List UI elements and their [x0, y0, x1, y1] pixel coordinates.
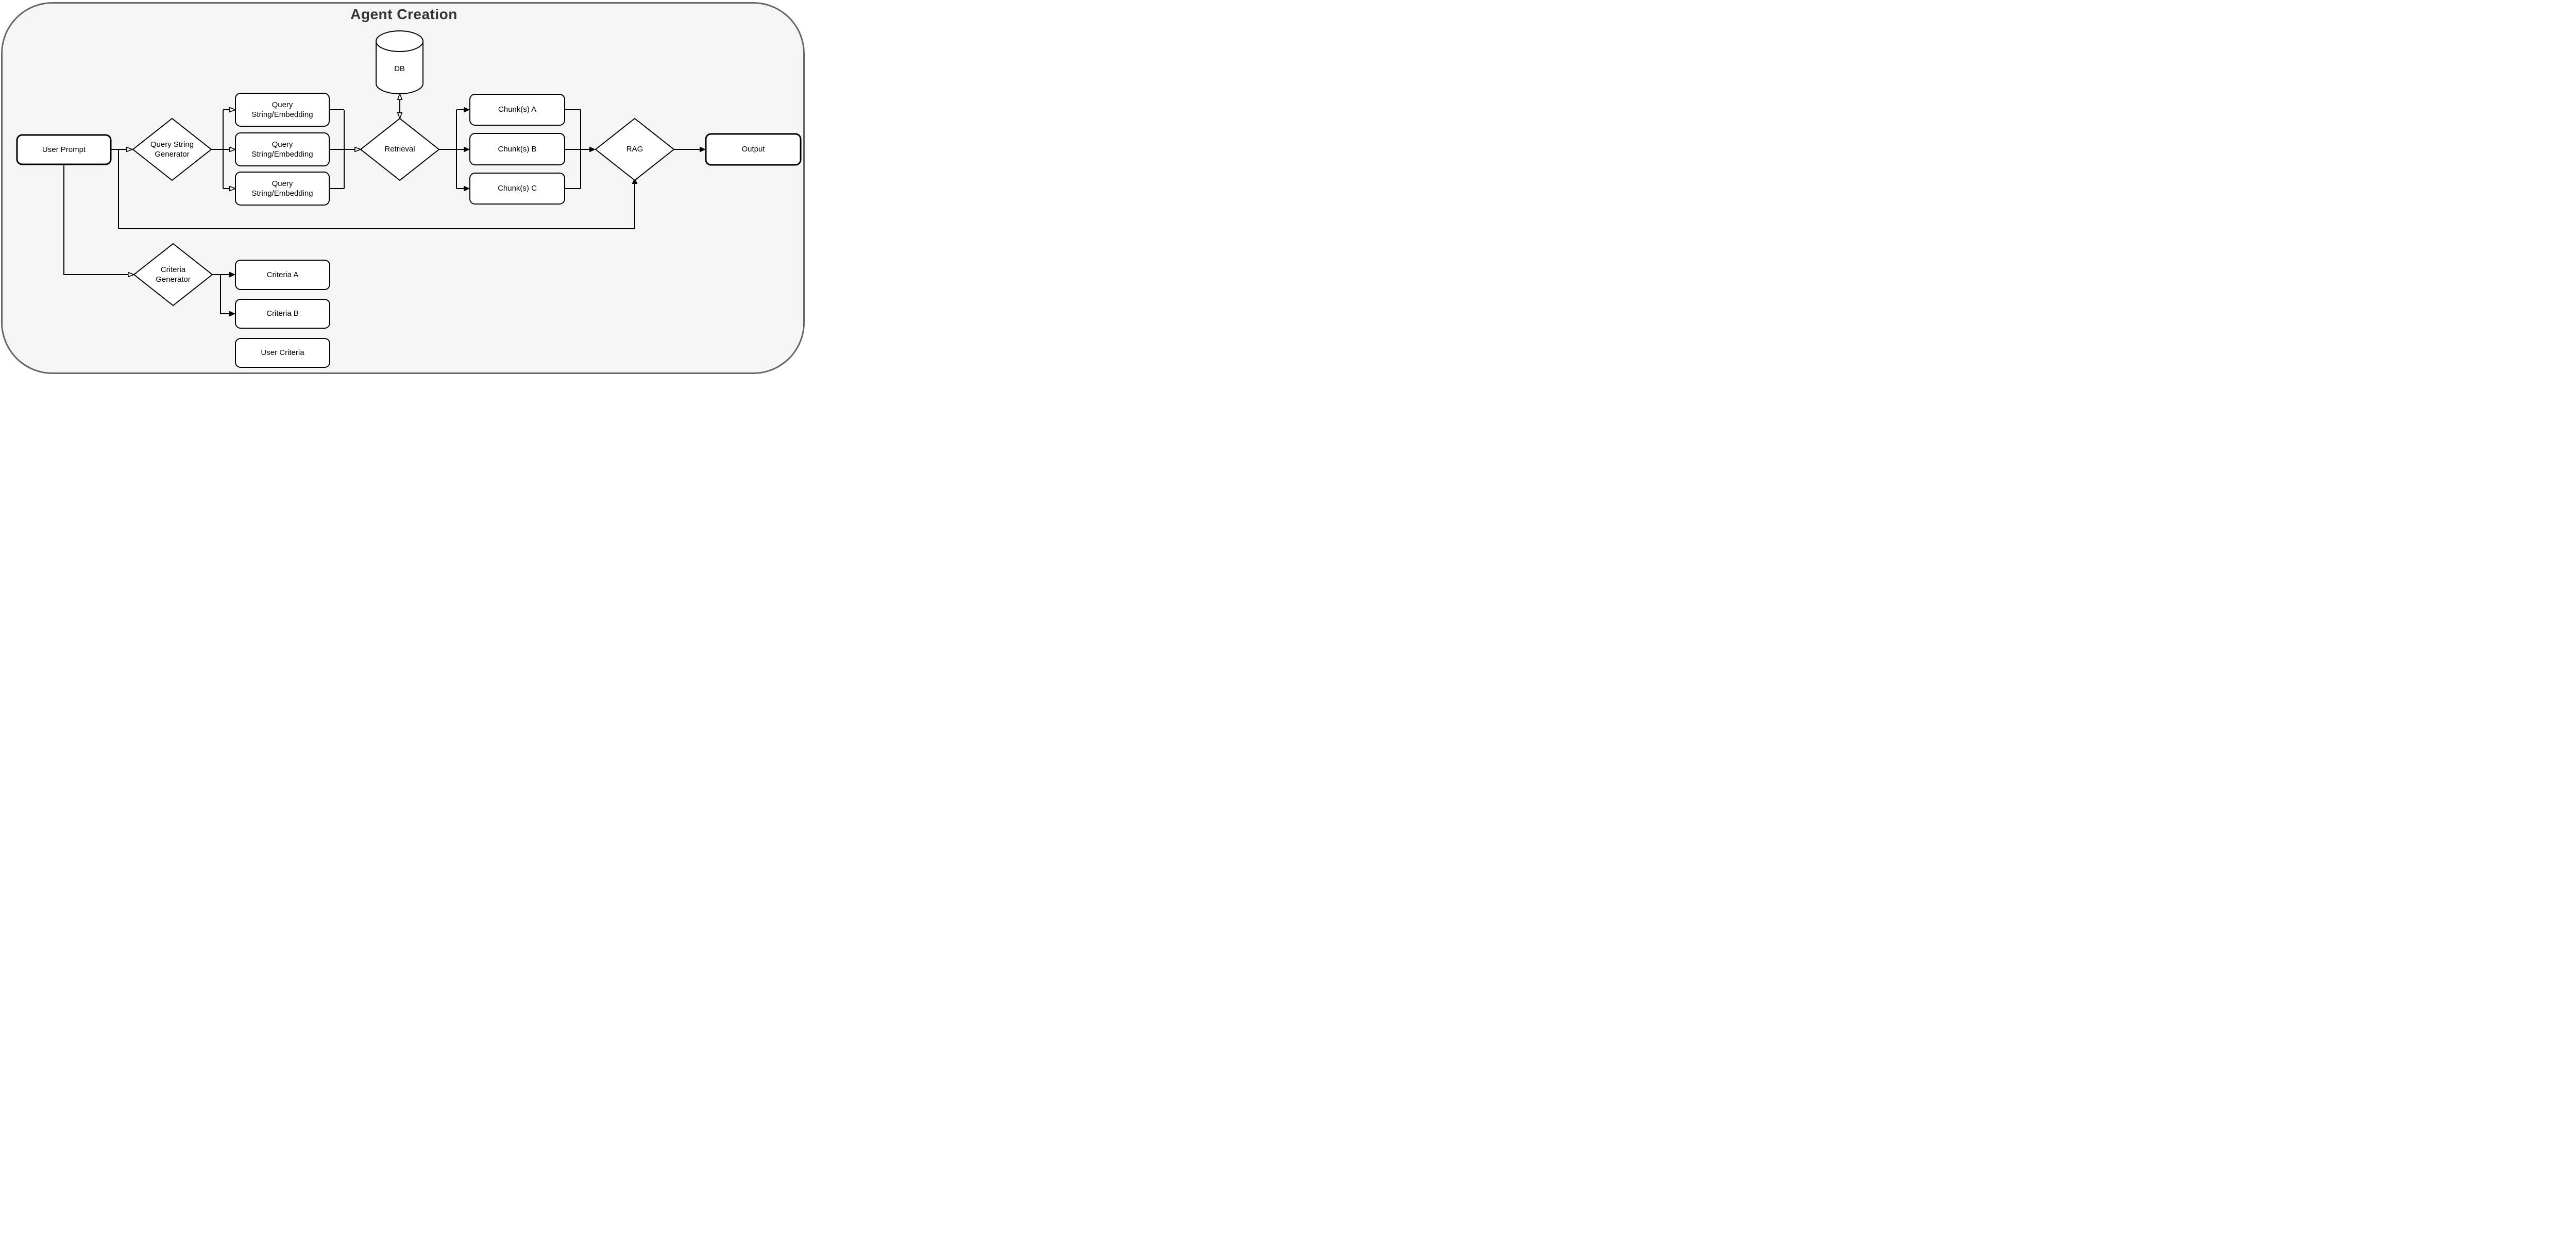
diagram-graphics [16, 30, 802, 368]
node-db-body [376, 41, 423, 94]
node-query-string-embedding-1 [235, 93, 330, 127]
edge-user-prompt-to-criteria-generator [63, 164, 128, 275]
diagram-canvas: Agent Creation [0, 0, 808, 378]
node-chunk-b [469, 133, 565, 165]
node-output [705, 133, 802, 166]
node-criteria-a [235, 260, 330, 290]
node-query-string-embedding-2 [235, 132, 330, 166]
node-rag [595, 117, 675, 181]
node-query-string-generator [132, 117, 212, 181]
node-chunk-a [469, 94, 565, 126]
node-criteria-generator [133, 243, 213, 307]
diagram-title: Agent Creation [350, 6, 457, 22]
node-retrieval [360, 117, 440, 181]
node-user-prompt [16, 134, 112, 165]
node-query-string-embedding-3 [235, 172, 330, 206]
node-user-criteria [235, 338, 330, 368]
node-criteria-b [235, 299, 330, 329]
node-chunk-c [469, 173, 565, 205]
node-db-top [376, 30, 423, 52]
edge-user-prompt-to-rag [118, 149, 638, 229]
edge-criteria-generator-to-criteria-b [220, 275, 235, 317]
